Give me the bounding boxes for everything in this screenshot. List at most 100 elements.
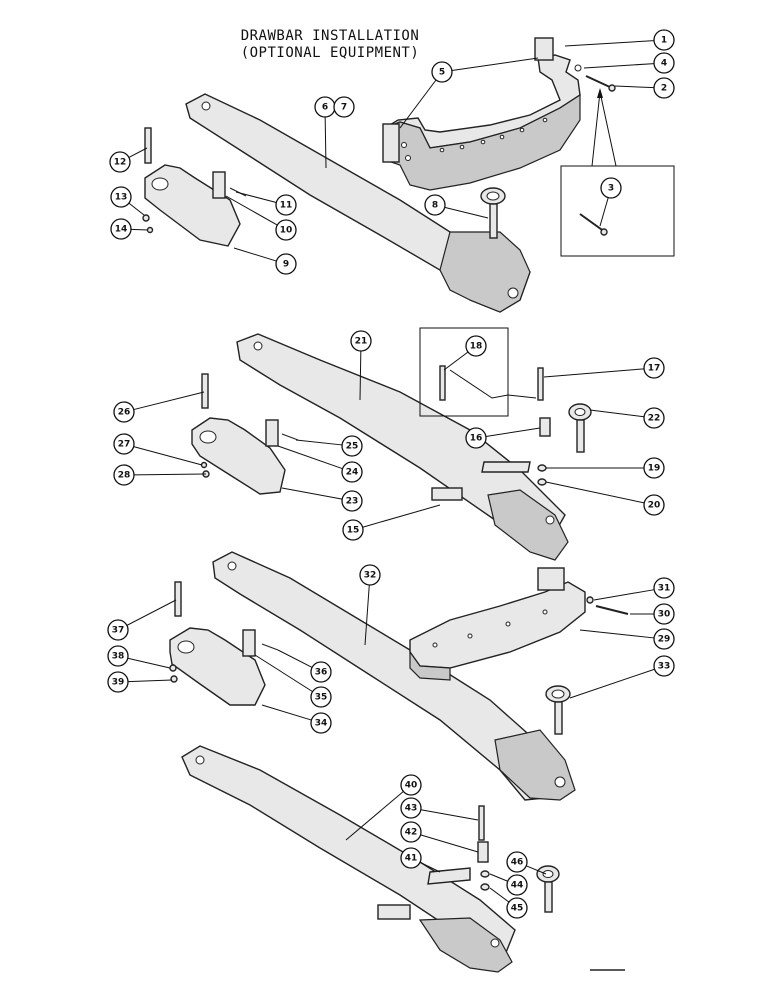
callout-circle (113, 464, 135, 486)
callout-38: 38 (107, 645, 171, 669)
callout-19: 19 (546, 457, 665, 479)
callout-36: 36 (277, 649, 332, 683)
callout-circle (424, 194, 446, 216)
leader-line (451, 57, 539, 72)
callout-number: 31 (658, 584, 671, 594)
callout-number: 38 (112, 652, 125, 662)
callout-circle (113, 433, 135, 455)
callout-circle (107, 671, 129, 693)
callout-number: 21 (355, 337, 368, 347)
callout-26: 26 (113, 391, 205, 423)
leader-line (324, 116, 327, 169)
callout-circle (506, 874, 528, 896)
leader-line (593, 589, 655, 601)
callout-14: 14 (110, 218, 149, 240)
callout-3: 3 (599, 177, 622, 227)
callout-number: 29 (658, 635, 671, 645)
leader-line (614, 85, 655, 89)
callout-16: 16 (465, 427, 541, 449)
callout-circle (653, 52, 675, 74)
leader-line (545, 481, 645, 504)
callout-35: 35 (254, 654, 332, 708)
leader-line (489, 873, 508, 882)
callout-number: 33 (658, 662, 671, 672)
callout-number: 46 (511, 858, 524, 868)
callout-number: 30 (658, 610, 671, 620)
callout-number: 22 (648, 414, 661, 424)
callout-37: 37 (107, 599, 177, 641)
callout-number: 40 (405, 781, 418, 791)
callout-circle (342, 519, 364, 541)
callout-circle (400, 797, 422, 819)
callout-circle (643, 457, 665, 479)
callout-circle (341, 490, 363, 512)
callout-18: 18 (443, 335, 487, 371)
leader-line (399, 79, 437, 129)
callout-number: 2 (661, 84, 667, 94)
leader-line (281, 487, 343, 500)
clevis-pin-3-drawing (545, 685, 571, 735)
callout-circle (653, 603, 675, 625)
callout-28: 28 (113, 464, 207, 486)
callout-2: 2 (614, 77, 675, 99)
leader-line (130, 228, 149, 231)
callout-circle (465, 335, 487, 357)
callout-circle (506, 897, 528, 919)
callout-number: 41 (405, 854, 418, 864)
callout-circle (400, 847, 422, 869)
callout-44: 44 (489, 873, 528, 896)
callout-circle (653, 29, 675, 51)
leader-line (254, 654, 313, 693)
callout-number: 32 (364, 571, 377, 581)
callout-number: 16 (470, 434, 483, 444)
callout-number: 18 (470, 342, 483, 352)
drawbar-3-drawing (212, 551, 576, 801)
leader-line (295, 439, 343, 446)
hitch-bracket-2-drawing (409, 567, 629, 681)
callout-7: 7 (333, 96, 355, 118)
leader-line (364, 584, 370, 646)
leader-line (583, 63, 655, 69)
callout-number: 36 (315, 668, 328, 678)
callout-29: 29 (579, 628, 675, 650)
callout-circle (275, 219, 297, 241)
callout-number: 15 (347, 526, 360, 536)
leader-line (443, 351, 469, 371)
leader-line (133, 446, 203, 466)
callout-number: 24 (346, 468, 359, 478)
callout-10: 10 (225, 195, 297, 241)
callout-6: 6 (314, 96, 336, 169)
callout-number: 35 (315, 693, 328, 703)
callout-circle (359, 564, 381, 586)
callout-circle (333, 96, 355, 118)
callout-22: 22 (589, 407, 665, 429)
leader-line (359, 350, 362, 401)
callout-23: 23 (281, 487, 363, 512)
callout-circle (653, 577, 675, 599)
callout-circle (506, 851, 528, 873)
callout-circle (643, 407, 665, 429)
drawbar-drawing (185, 93, 531, 313)
callout-30: 30 (630, 603, 675, 625)
callout-1: 1 (564, 29, 675, 51)
leader-line (579, 629, 655, 639)
leader-line (235, 191, 277, 203)
callout-number: 6 (322, 103, 328, 113)
callout-number: 3 (608, 184, 614, 194)
leader-line (128, 147, 148, 158)
callout-24: 24 (277, 445, 363, 483)
callout-13: 13 (110, 186, 145, 216)
callout-number: 23 (346, 497, 359, 507)
callout-circle (400, 821, 422, 843)
leader-line (569, 668, 655, 699)
callout-circle (643, 357, 665, 379)
callout-25: 25 (295, 435, 363, 457)
callout-number: 9 (283, 260, 289, 270)
callout-number: 4 (661, 59, 667, 69)
callout-circle (113, 401, 135, 423)
callout-34: 34 (261, 704, 332, 734)
callout-number: 12 (114, 158, 127, 168)
callout-circle (431, 61, 453, 83)
callout-number: 43 (405, 804, 418, 814)
